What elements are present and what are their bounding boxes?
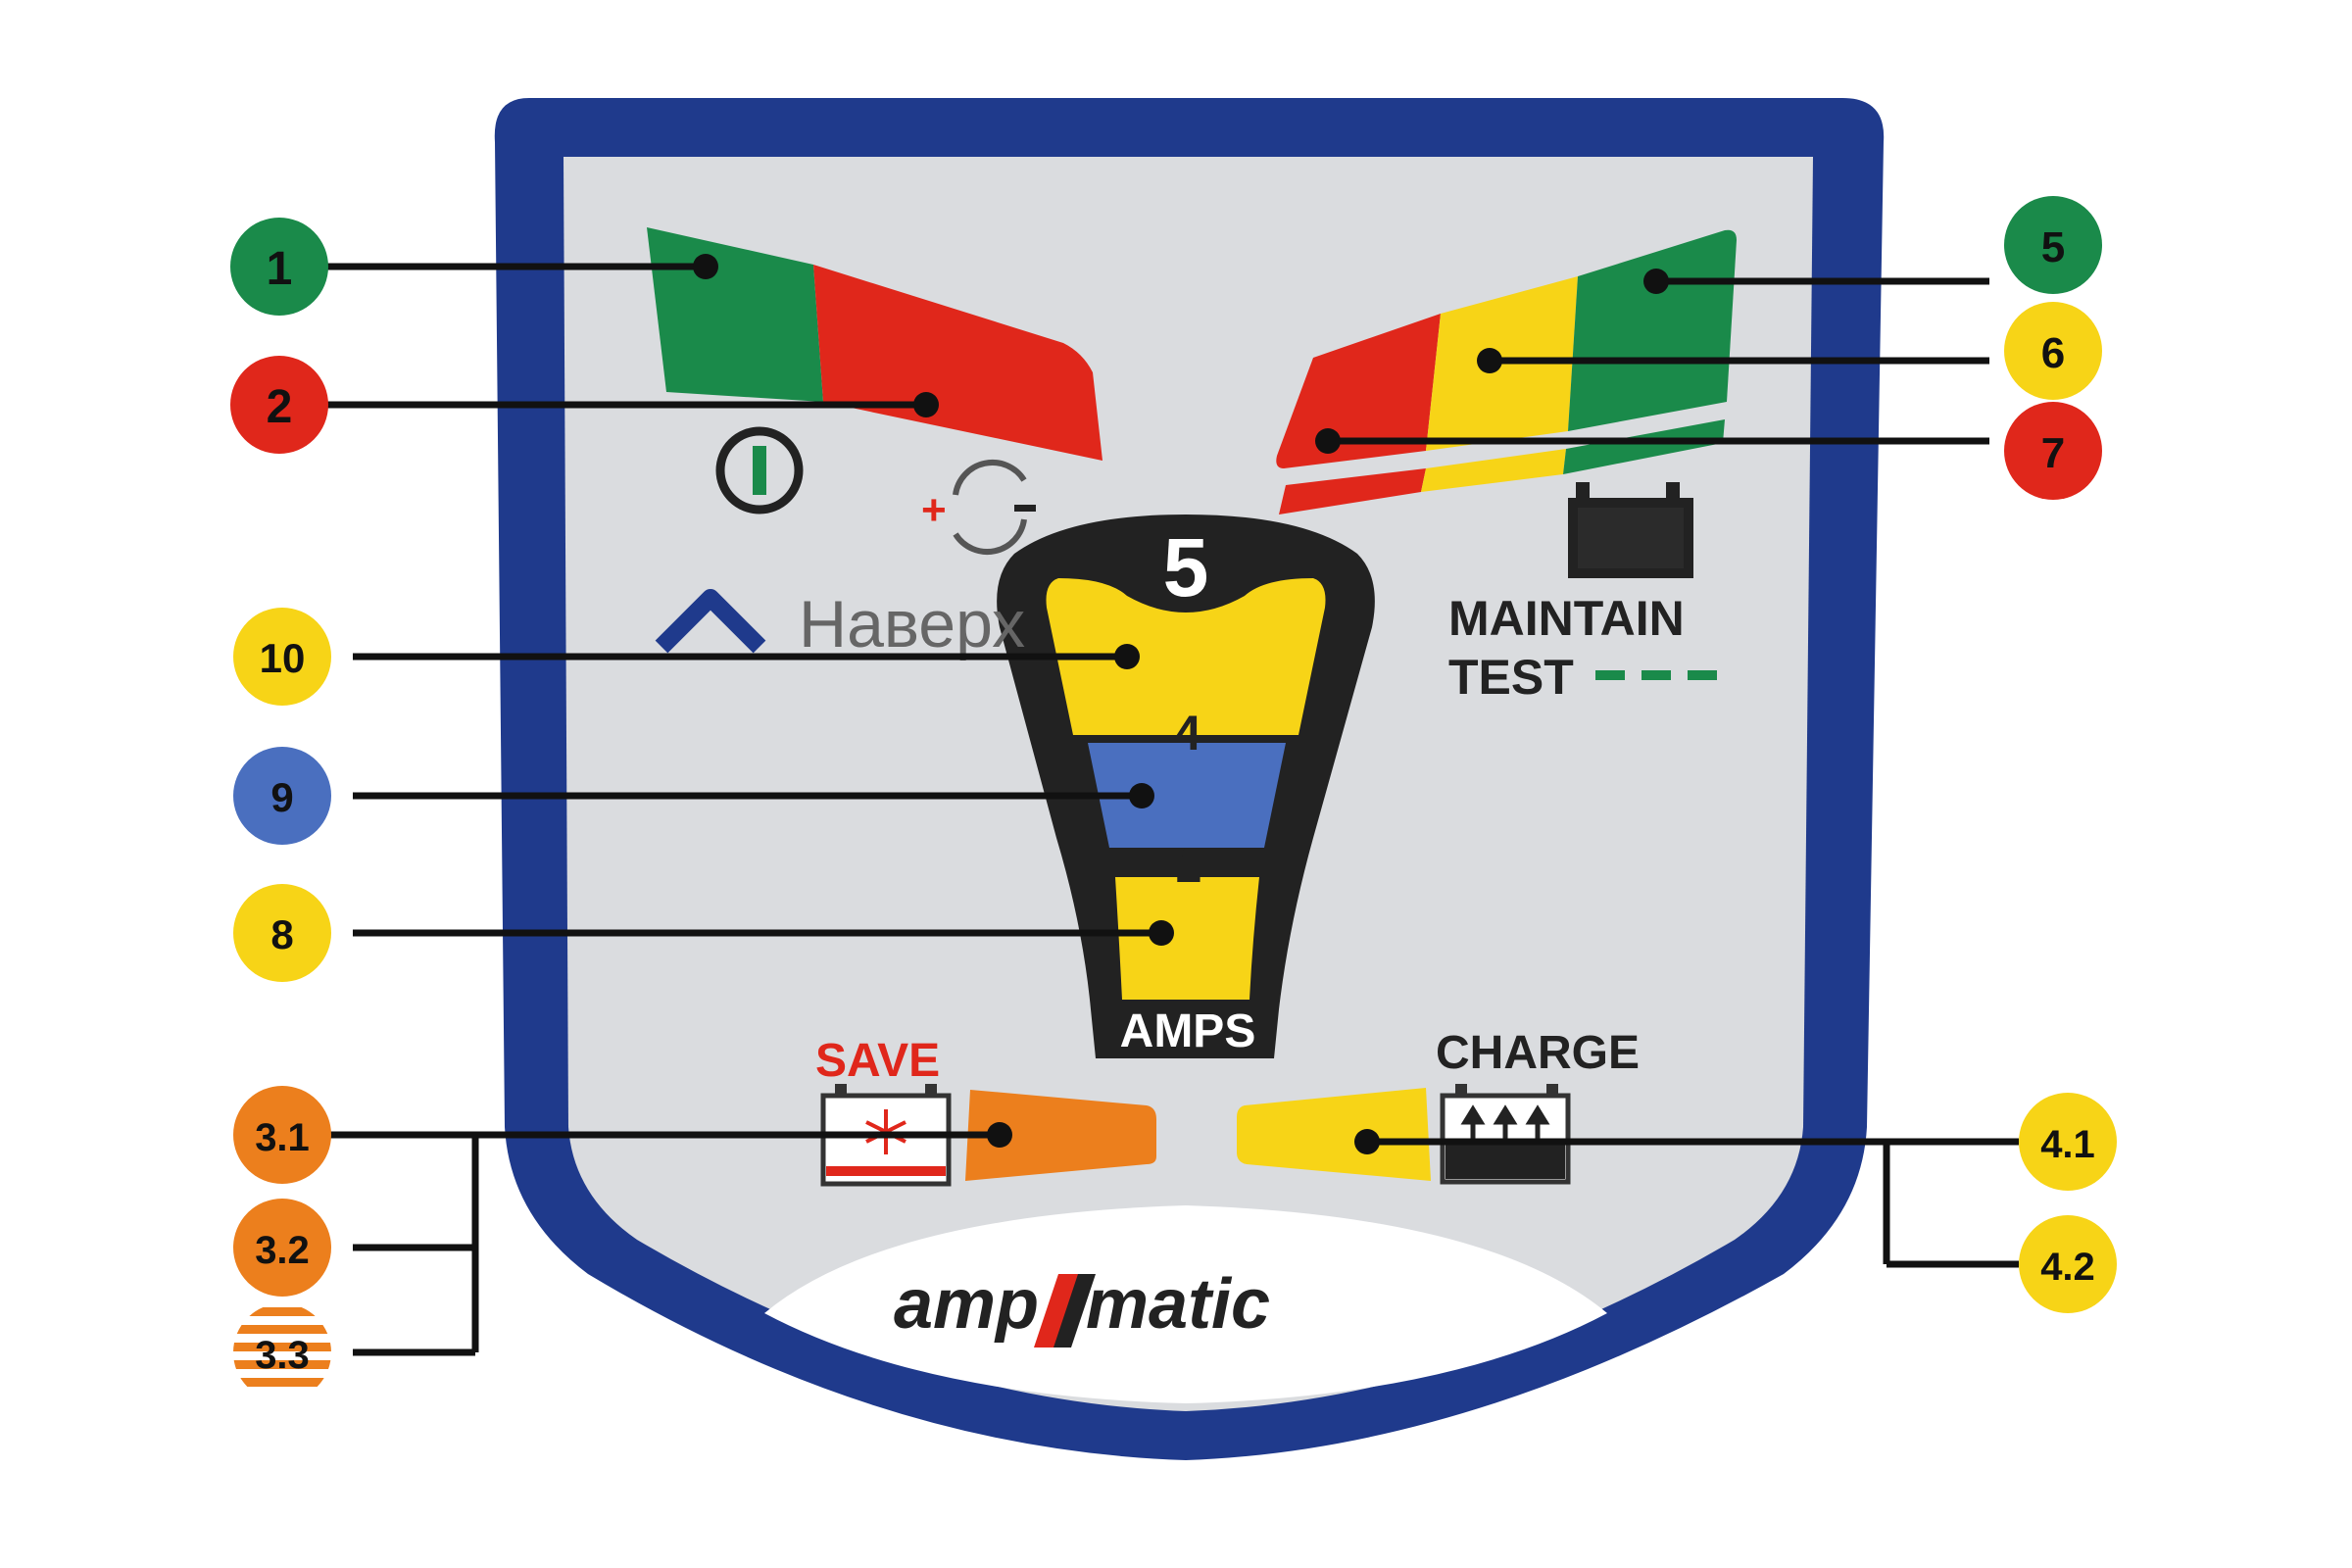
svg-text:3.2: 3.2 — [255, 1229, 310, 1272]
led-yellow-charge — [1237, 1088, 1431, 1181]
svg-text:3.3: 3.3 — [255, 1334, 310, 1377]
led-green-test — [1563, 419, 1725, 474]
svg-text:3.1: 3.1 — [255, 1116, 310, 1159]
scroll-to-top-label: Наверх — [799, 587, 1025, 662]
callout-9: 9 — [233, 747, 331, 845]
amps-segment-5 — [1046, 578, 1326, 735]
led-green-power — [647, 227, 823, 402]
led-red-error — [813, 265, 1102, 461]
led-yellow-test — [1421, 449, 1566, 492]
callout-3-2: 3.2 — [233, 1199, 331, 1297]
test-label: TEST — [1448, 650, 1574, 705]
cycle-polarity-icon: + — [921, 459, 1036, 556]
svg-text:10: 10 — [260, 635, 306, 681]
callout-10: 10 — [233, 608, 331, 706]
amps-segment-1 — [1115, 877, 1259, 1000]
chevron-up-icon — [655, 589, 766, 654]
charge-label: CHARGE — [1436, 1027, 1640, 1079]
led-red-test — [1279, 468, 1426, 514]
led-red-maintain — [1276, 314, 1441, 468]
amps-segment-4 — [1088, 743, 1286, 848]
callout-5: 5 — [2004, 196, 2102, 294]
callout-6: 6 — [2004, 302, 2102, 400]
svg-text:4.1: 4.1 — [2040, 1123, 2095, 1166]
callout-4-1: 4.1 — [2019, 1093, 2117, 1191]
svg-text:9: 9 — [270, 774, 293, 820]
led-orange-save — [965, 1090, 1156, 1181]
svg-text:7: 7 — [2041, 429, 2065, 477]
brand-area — [764, 1205, 1607, 1403]
charging-battery-icon — [1440, 1084, 1571, 1185]
battery-icon — [1568, 482, 1693, 578]
svg-text:8: 8 — [270, 911, 293, 957]
callout-2: 2 — [230, 356, 328, 454]
save-label: SAVE — [815, 1035, 940, 1087]
svg-text:2: 2 — [267, 381, 293, 433]
callout-4-2: 4.2 — [2019, 1215, 2117, 1313]
amps-label: AMPS — [1120, 1005, 1256, 1057]
callout-8: 8 — [233, 884, 331, 982]
amps-value-4: 4 — [1174, 706, 1201, 760]
amps-value-5: 5 — [1163, 521, 1209, 613]
svg-text:1: 1 — [267, 243, 293, 295]
svg-text:5: 5 — [2041, 223, 2065, 271]
svg-text:+: + — [921, 486, 947, 534]
amps-value-1: 1 — [1174, 838, 1201, 893]
svg-text:4.2: 4.2 — [2040, 1246, 2095, 1289]
callout-1: 1 — [230, 218, 328, 316]
leader-lines — [323, 263, 2019, 1356]
svg-text:6: 6 — [2041, 329, 2065, 377]
snowflake-battery-icon — [820, 1084, 952, 1187]
brand-logo: amp matic — [894, 1265, 1270, 1348]
callout-7: 7 — [2004, 402, 2102, 500]
leader-dots — [693, 254, 1669, 1154]
scroll-to-top[interactable]: Наверх — [655, 587, 1025, 662]
test-dashes — [1595, 670, 1717, 680]
callout-3-3: 3.3 — [233, 1303, 331, 1401]
power-icon — [715, 426, 804, 514]
brand-right: matic — [1086, 1265, 1270, 1344]
callout-3-1: 3.1 — [233, 1086, 331, 1184]
maintain-label: MAINTAIN — [1448, 591, 1685, 646]
brand-left: amp — [894, 1265, 1039, 1344]
